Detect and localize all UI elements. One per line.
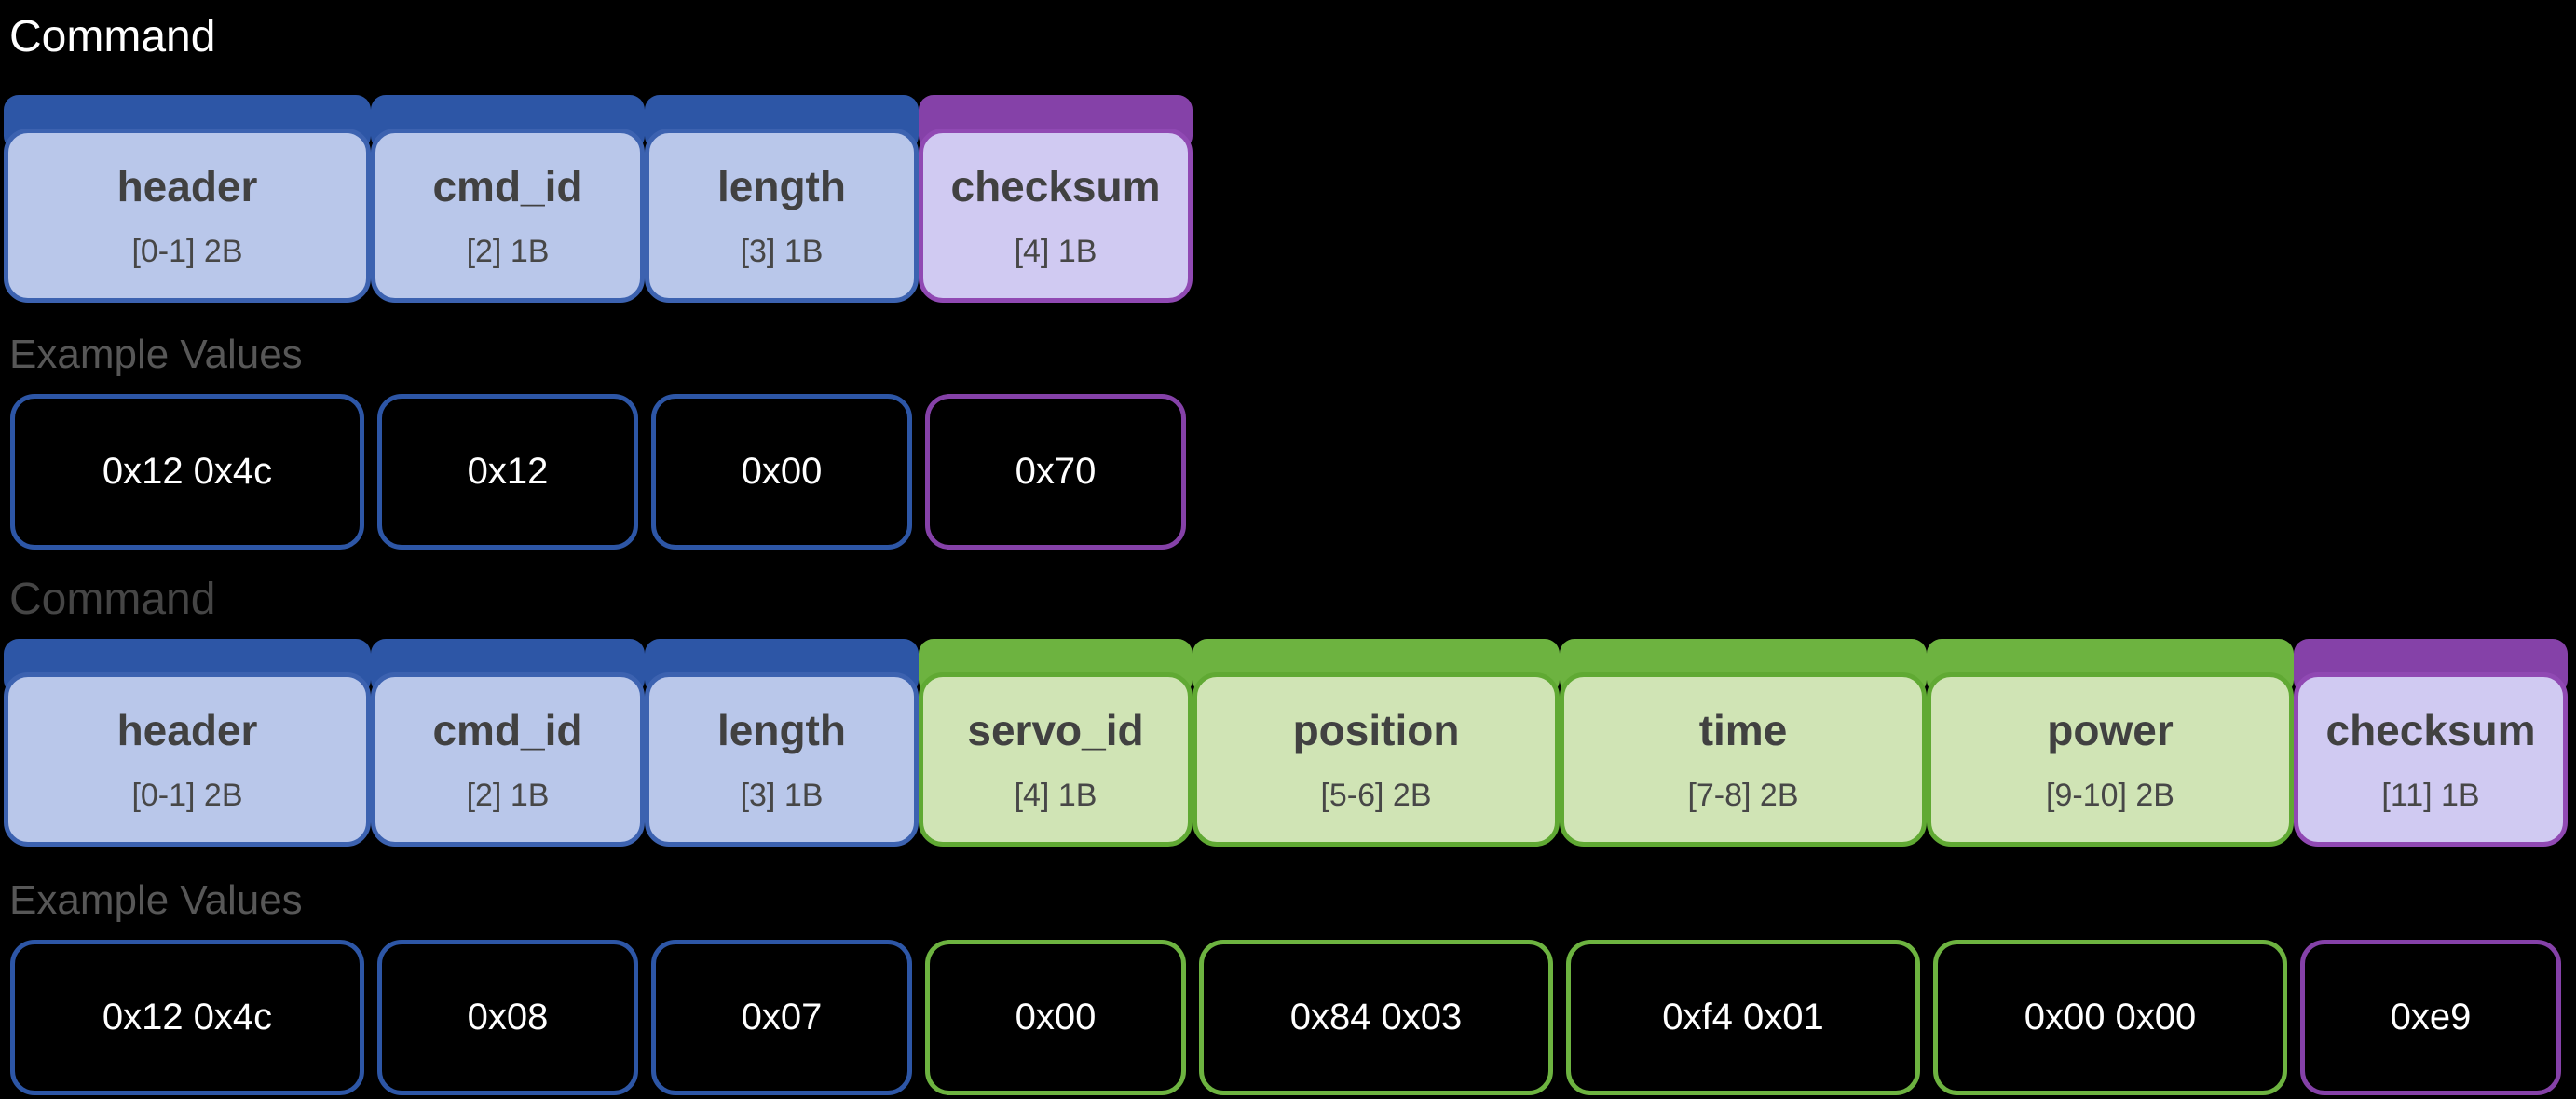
field-body: position [5-6] 2B (1193, 672, 1560, 847)
value-box-cmd_id: 0x12 (377, 394, 638, 550)
field-box-header: header [0-1] 2B (4, 95, 371, 303)
packet-fields-row: header [0-1] 2B cmd_id [2] 1B length [3]… (0, 639, 2576, 847)
field-name: position (1292, 705, 1460, 754)
example-values-label: Example Values (9, 332, 303, 377)
field-byte-range: [7-8] 2B (1687, 777, 1799, 813)
field-name: length (717, 161, 846, 210)
value-text: 0x84 0x03 (1289, 997, 1463, 1038)
example-values-label: Example Values (9, 877, 303, 923)
field-box-checksum: checksum [4] 1B (919, 95, 1193, 303)
field-byte-range: [11] 1B (2381, 777, 2480, 813)
field-name: header (116, 705, 258, 754)
field-byte-range: [9-10] 2B (2046, 777, 2174, 813)
value-box-position: 0x84 0x03 (1199, 940, 1553, 1095)
value-box-length: 0x00 (651, 394, 912, 550)
value-text: 0xe9 (2390, 997, 2472, 1038)
field-byte-range: [0-1] 2B (131, 777, 243, 813)
field-box-time: time [7-8] 2B (1560, 639, 1927, 847)
field-body: checksum [4] 1B (919, 129, 1193, 303)
field-byte-range: [4] 1B (1014, 233, 1097, 269)
example-values-row: 0x12 0x4c 0x08 0x07 0x00 0x84 0x03 0xf4 … (0, 940, 2576, 1095)
value-box-length: 0x07 (651, 940, 912, 1095)
value-text: 0xf4 0x01 (1662, 997, 1824, 1038)
field-name: power (2047, 705, 2174, 754)
field-body: checksum [11] 1B (2294, 672, 2568, 847)
value-text: 0x07 (741, 997, 823, 1038)
field-box-power: power [9-10] 2B (1927, 639, 2294, 847)
field-body: header [0-1] 2B (4, 672, 371, 847)
field-box-cmd_id: cmd_id [2] 1B (371, 639, 645, 847)
field-name: header (116, 161, 258, 210)
value-text: 0x12 0x4c (102, 997, 273, 1038)
field-byte-range: [2] 1B (466, 233, 550, 269)
field-body: length [3] 1B (645, 129, 919, 303)
section-title: Command (9, 575, 216, 624)
field-name: cmd_id (432, 161, 583, 210)
field-byte-range: [5-6] 2B (1320, 777, 1432, 813)
value-box-checksum: 0xe9 (2300, 940, 2561, 1095)
value-box-header: 0x12 0x4c (10, 940, 364, 1095)
command-section: Command header [0-1] 2B cmd_id [2] 1B le… (0, 13, 2576, 550)
field-body: power [9-10] 2B (1927, 672, 2294, 847)
field-byte-range: [3] 1B (740, 777, 824, 813)
field-byte-range: [0-1] 2B (131, 233, 243, 269)
field-name: checksum (2325, 705, 2536, 754)
field-body: cmd_id [2] 1B (371, 672, 645, 847)
field-body: cmd_id [2] 1B (371, 129, 645, 303)
value-box-time: 0xf4 0x01 (1566, 940, 1920, 1095)
field-byte-range: [4] 1B (1014, 777, 1097, 813)
field-body: length [3] 1B (645, 672, 919, 847)
value-text: 0x12 (467, 451, 549, 492)
field-body: time [7-8] 2B (1560, 672, 1927, 847)
value-text: 0x12 0x4c (102, 451, 273, 492)
value-text: 0x08 (467, 997, 549, 1038)
value-text: 0x00 (741, 451, 823, 492)
field-body: header [0-1] 2B (4, 129, 371, 303)
command-section: Command header [0-1] 2B cmd_id [2] 1B le… (0, 576, 2576, 1095)
field-box-length: length [3] 1B (645, 639, 919, 847)
field-box-length: length [3] 1B (645, 95, 919, 303)
field-name: length (717, 705, 846, 754)
value-box-power: 0x00 0x00 (1933, 940, 2287, 1095)
field-box-servo_id: servo_id [4] 1B (919, 639, 1193, 847)
field-name: checksum (950, 161, 1161, 210)
field-box-checksum: checksum [11] 1B (2294, 639, 2568, 847)
value-box-cmd_id: 0x08 (377, 940, 638, 1095)
value-box-header: 0x12 0x4c (10, 394, 364, 550)
example-values-row: 0x12 0x4c 0x12 0x00 0x70 (0, 394, 2576, 550)
field-box-cmd_id: cmd_id [2] 1B (371, 95, 645, 303)
value-text: 0x70 (1015, 451, 1097, 492)
field-box-header: header [0-1] 2B (4, 639, 371, 847)
value-box-checksum: 0x70 (925, 394, 1186, 550)
value-text: 0x00 0x00 (2024, 997, 2197, 1038)
field-body: servo_id [4] 1B (919, 672, 1193, 847)
section-title: Command (9, 12, 216, 61)
field-box-position: position [5-6] 2B (1193, 639, 1560, 847)
value-box-servo_id: 0x00 (925, 940, 1186, 1095)
value-text: 0x00 (1015, 997, 1097, 1038)
field-name: servo_id (967, 705, 1144, 754)
packet-fields-row: header [0-1] 2B cmd_id [2] 1B length [3]… (0, 95, 2576, 303)
field-byte-range: [3] 1B (740, 233, 824, 269)
field-byte-range: [2] 1B (466, 777, 550, 813)
field-name: time (1698, 705, 1788, 754)
packet-diagram: Command header [0-1] 2B cmd_id [2] 1B le… (0, 13, 2576, 1099)
field-name: cmd_id (432, 705, 583, 754)
